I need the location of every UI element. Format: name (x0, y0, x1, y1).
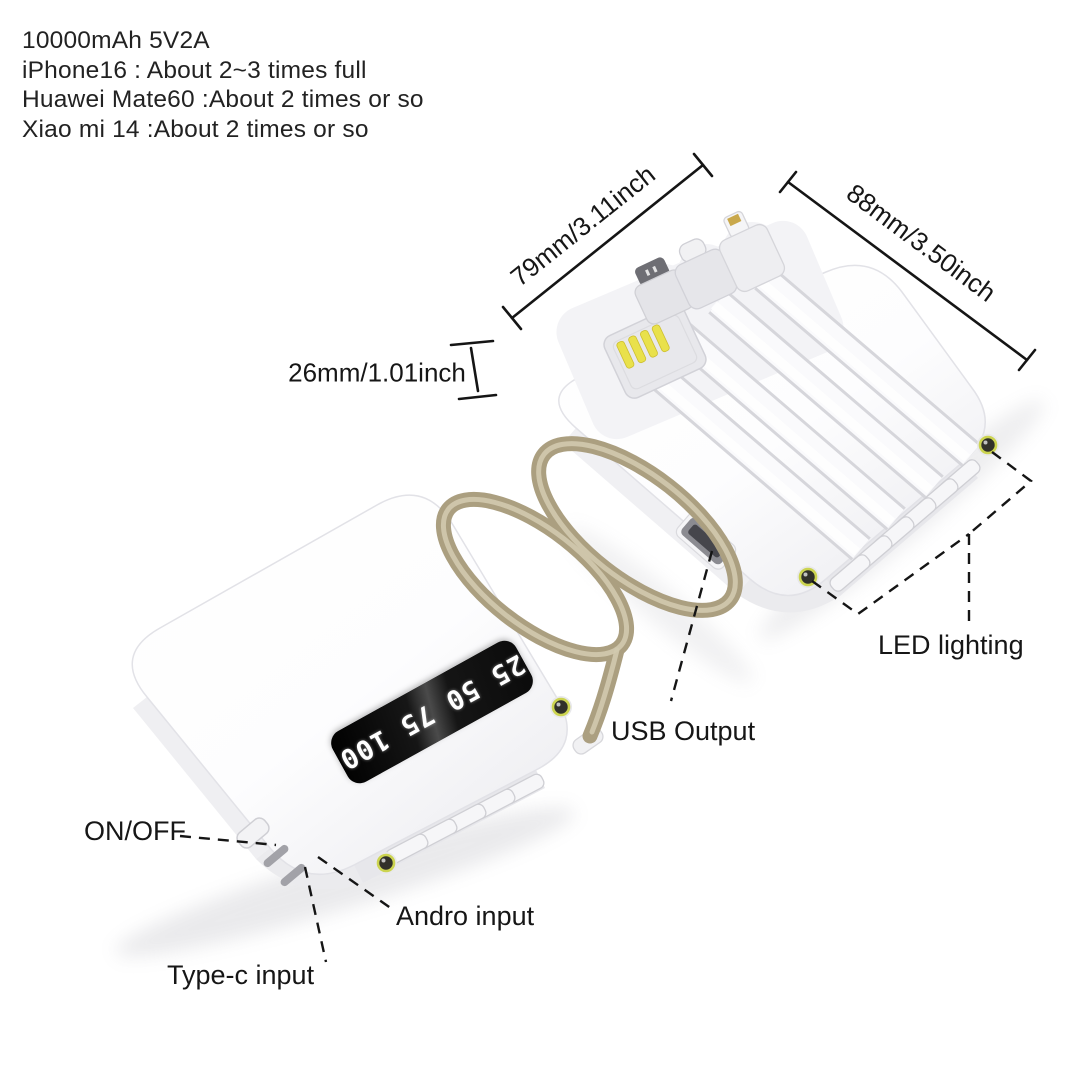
cable-slots (829, 459, 981, 592)
led-lighting-label: LED lighting (878, 630, 1024, 660)
spec-xiaomi: Xiao mi 14 :About 2 times or so (22, 115, 369, 143)
lanyard-strap (435, 436, 743, 744)
spec-iphone: iPhone16 : About 2~3 times full (22, 56, 367, 84)
gold-pins (727, 213, 742, 227)
callout-line-led-lighting (811, 451, 1033, 624)
power-bank-front-view (131, 494, 604, 890)
usb-c-connector (674, 238, 738, 310)
power-bank-body (131, 494, 568, 876)
charging-cables (640, 266, 981, 561)
led-indicator (977, 434, 999, 456)
usb-output-label: USB Output (611, 716, 756, 746)
callout-line-type-c-input (303, 866, 328, 963)
type-c-input-label: Type-c input (167, 960, 315, 990)
led-indicator (375, 852, 397, 874)
dimension-line-length (778, 170, 1037, 372)
side-face (133, 697, 270, 859)
callout-line-usb-output (669, 550, 714, 702)
spec-block: 10000mAh 5V2A iPhone16 : About 2~3 times… (22, 26, 424, 144)
power-button (236, 817, 270, 849)
led-indicator (550, 696, 572, 718)
type-c-port (280, 863, 306, 887)
cable-slots (385, 773, 545, 865)
usb-pins (616, 324, 670, 369)
micro-usb-port (263, 844, 289, 868)
micro-usb-connector (634, 257, 694, 325)
callout-line-power-switch (179, 834, 277, 847)
android-input-label: Andro input (396, 901, 535, 931)
dimension-line-thickness (449, 339, 498, 401)
callout-line-android-input (317, 856, 393, 910)
dimension-line-width (501, 152, 714, 331)
dimension-thickness-label: 26mm/1.01inch (288, 357, 466, 388)
spec-huawei: Huawei Mate60 :About 2 times or so (22, 86, 424, 113)
power-bank-top-view (556, 210, 999, 613)
power-switch-label: ON/OFF (84, 816, 186, 846)
usb-a-connector (603, 305, 707, 399)
lightning-connector (718, 210, 786, 293)
spec-capacity: 10000mAh 5V2A (22, 27, 210, 54)
